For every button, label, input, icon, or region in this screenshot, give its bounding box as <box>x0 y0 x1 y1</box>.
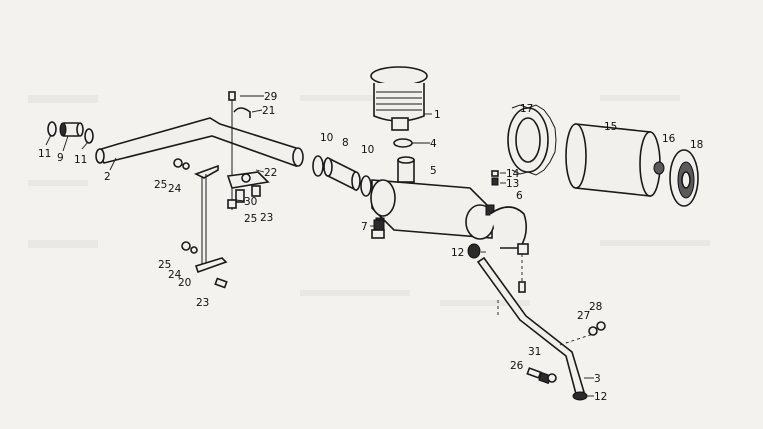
label-part-31: 31 <box>528 346 541 358</box>
label-part-12: 12 <box>451 247 464 259</box>
drain-hose-3 <box>476 256 597 401</box>
label-part-2: 2 <box>104 171 111 183</box>
seal-ring-17 <box>507 104 557 176</box>
clip-7 <box>371 219 385 239</box>
label-part-27: 27 <box>577 310 590 322</box>
label-part-25: 25 <box>158 259 171 271</box>
label-part-10: 10 <box>361 144 374 156</box>
label-part-11: 11 <box>38 148 51 160</box>
label-part-30: 30 <box>244 196 257 208</box>
label-part-14: 14 <box>506 168 520 180</box>
leader-lines <box>45 95 594 397</box>
label-part-3: 3 <box>594 373 601 385</box>
label-part-12: 12 <box>594 391 607 403</box>
label-part-23: 23 <box>260 212 273 224</box>
label-part-29: 29 <box>264 91 277 103</box>
hose-assembly-8 <box>312 155 372 197</box>
label-part-17: 17 <box>520 103 533 115</box>
sleeve-assembly-9 <box>47 121 94 144</box>
label-part-21: 21 <box>262 105 275 117</box>
background-ghost-marks <box>28 95 710 306</box>
screw-14-13 <box>491 170 499 186</box>
label-part-1: 1 <box>434 109 441 121</box>
label-part-23: 23 <box>196 297 209 309</box>
label-part-26: 26 <box>510 360 524 372</box>
label-part-28: 28 <box>589 301 602 313</box>
label-part-25: 25 <box>154 179 167 191</box>
label-part-15: 15 <box>604 121 617 133</box>
label-part-22: 22 <box>264 167 277 179</box>
label-part-25: 25 <box>244 213 257 225</box>
bracket-assembly-22 <box>226 91 270 210</box>
label-part-9: 9 <box>57 152 64 164</box>
label-part-5: 5 <box>430 165 437 177</box>
label-part-8: 8 <box>342 137 349 149</box>
bolt-26-31 <box>526 367 557 385</box>
end-cover-18 <box>669 149 699 207</box>
strap-6 <box>489 206 529 293</box>
label-part-20: 20 <box>178 277 191 289</box>
label-part-16: 16 <box>662 133 676 145</box>
support-bracket-20 <box>173 158 228 289</box>
label-part-11: 11 <box>74 154 87 166</box>
nut-16 <box>653 161 665 175</box>
label-part-24: 24 <box>168 183 182 195</box>
intake-pipe-2 <box>95 117 304 168</box>
label-part-7: 7 <box>361 221 368 233</box>
label-part-6: 6 <box>516 190 523 202</box>
clamp-12-top <box>467 243 481 259</box>
label-part-4: 4 <box>430 138 437 150</box>
nut-27-28 <box>588 321 606 336</box>
ring-4 <box>393 138 413 148</box>
filter-element-15 <box>565 123 661 197</box>
label-part-13: 13 <box>506 178 519 190</box>
label-part-10: 10 <box>320 132 333 144</box>
callout-labels: 1 2 3 4 5 6 7 8 9 10 10 11 11 12 12 13 1… <box>38 91 703 403</box>
label-part-24: 24 <box>168 269 182 281</box>
label-part-18: 18 <box>690 139 703 151</box>
filter-housing-5 <box>370 156 495 240</box>
inlet-cap-1 <box>370 66 428 131</box>
